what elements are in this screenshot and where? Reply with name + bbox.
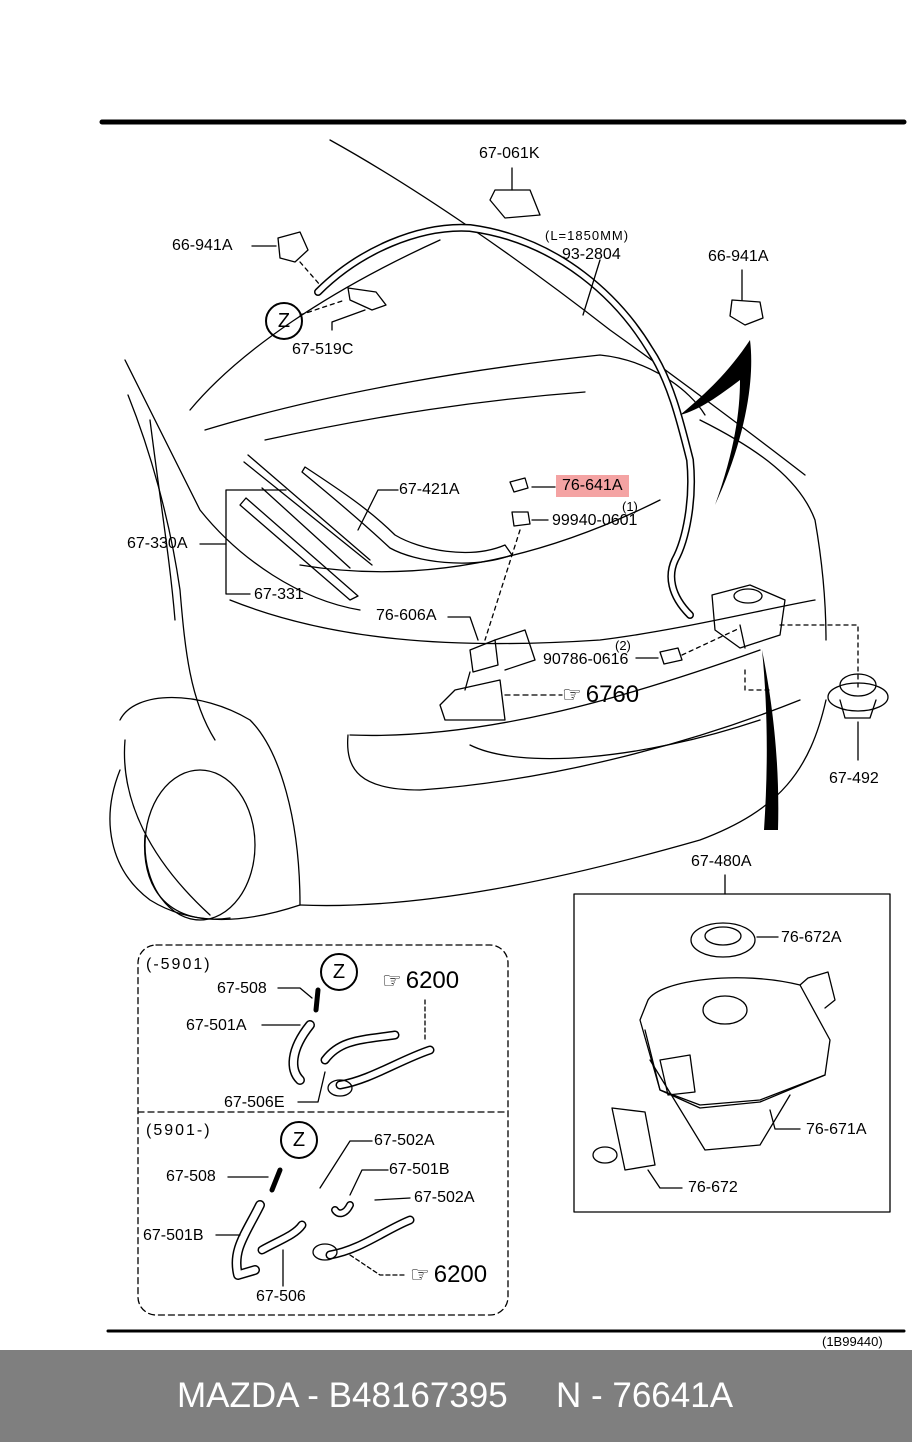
label-66-941A-left: 66-941A xyxy=(172,237,233,254)
ref-6200-box2[interactable]: ☞6200 xyxy=(410,1261,488,1288)
parts-diagram xyxy=(99,119,907,1333)
box1-hoses xyxy=(288,987,435,1097)
pointing-hand-icon: ☞ xyxy=(410,1262,430,1287)
label-box1-range: (-5901) xyxy=(146,956,212,973)
label-67-330A: 67-330A xyxy=(127,535,188,552)
label-length-note: (L=1850MM) xyxy=(545,228,630,243)
tank-detail-box xyxy=(573,893,891,1213)
label-99940-0601: 99940-0601 xyxy=(552,512,638,529)
pointing-hand-icon: ☞ xyxy=(382,968,402,993)
label-box2-67-501B-b: 67-501B xyxy=(143,1227,204,1244)
nut-99940-0601 xyxy=(511,511,531,527)
washer-hose-inner xyxy=(315,225,694,618)
label-67-519C: 67-519C xyxy=(292,341,354,358)
caption-bar: MAZDA - B48167395 N - 76641A xyxy=(0,1350,912,1442)
ref-z-box1: Z xyxy=(320,953,358,991)
washer-tank-76-671A xyxy=(639,971,836,1151)
label-qty-2: (2) xyxy=(615,638,631,653)
caption-brand-part-number: MAZDA - B48167395 xyxy=(177,1376,508,1415)
label-box2-67-501B-a: 67-501B xyxy=(389,1161,450,1178)
label-76-641A-highlighted: 76-641A xyxy=(556,475,629,497)
washer-pump-76-672 xyxy=(592,1107,656,1171)
label-box2-67-508: 67-508 xyxy=(166,1168,216,1185)
diagram-code: (1B99440) xyxy=(822,1334,883,1349)
label-box1-67-508: 67-508 xyxy=(217,980,267,997)
label-76-672: 76-672 xyxy=(688,1179,738,1196)
ref-z-top: Z xyxy=(265,302,303,340)
label-66-941A-right: 66-941A xyxy=(708,248,769,265)
label-76-671A: 76-671A xyxy=(806,1121,867,1138)
ref-z-box2: Z xyxy=(280,1121,318,1159)
label-93-2804: 93-2804 xyxy=(562,246,621,263)
washer-tank-installed xyxy=(711,584,786,649)
clip-66-941A-left xyxy=(277,231,309,263)
label-box2-67-502A-b: 67-502A xyxy=(414,1189,475,1206)
label-76-672A: 76-672A xyxy=(781,929,842,946)
clip-66-941A-right xyxy=(729,299,764,326)
arrow-tank-detail xyxy=(762,650,779,830)
box2-hoses xyxy=(231,1167,415,1280)
label-76-606A: 76-606A xyxy=(376,607,437,624)
tank-cap-76-672A xyxy=(690,922,756,958)
ref-6200-box1[interactable]: ☞6200 xyxy=(382,967,460,994)
label-box1-67-501A: 67-501A xyxy=(186,1017,247,1034)
joint-67-519C xyxy=(347,287,387,311)
pointing-hand-icon: ☞ xyxy=(562,682,582,707)
label-box2-67-506: 67-506 xyxy=(256,1288,306,1305)
label-qty-1: (1) xyxy=(622,499,638,514)
label-67-061K: 67-061K xyxy=(479,145,540,162)
arrow-hose-right xyxy=(680,340,752,505)
label-90786-0616: 90786-0616 xyxy=(543,651,629,668)
wiper-blade xyxy=(239,454,373,601)
wiper-motor-76-606A xyxy=(439,629,536,721)
grommet-67-492 xyxy=(827,673,889,719)
label-box2-range: (5901-) xyxy=(146,1122,212,1139)
lamp-67-061K xyxy=(489,189,541,219)
hose-variant-box xyxy=(137,944,509,1316)
ref-6760[interactable]: ☞6760 xyxy=(562,681,640,708)
cap-76-641A xyxy=(509,477,529,493)
caption-diagram-part: N - 76641A xyxy=(556,1376,734,1415)
car-body-outline xyxy=(109,139,827,921)
label-67-480A: 67-480A xyxy=(691,853,752,870)
bolt-90786-0616 xyxy=(659,647,683,665)
label-67-421A: 67-421A xyxy=(399,481,460,498)
leader-93-2804 xyxy=(582,259,601,316)
label-67-492: 67-492 xyxy=(829,770,879,787)
label-67-331: 67-331 xyxy=(254,586,304,603)
label-box2-67-502A-a: 67-502A xyxy=(374,1132,435,1149)
label-box1-67-506E: 67-506E xyxy=(224,1094,285,1111)
